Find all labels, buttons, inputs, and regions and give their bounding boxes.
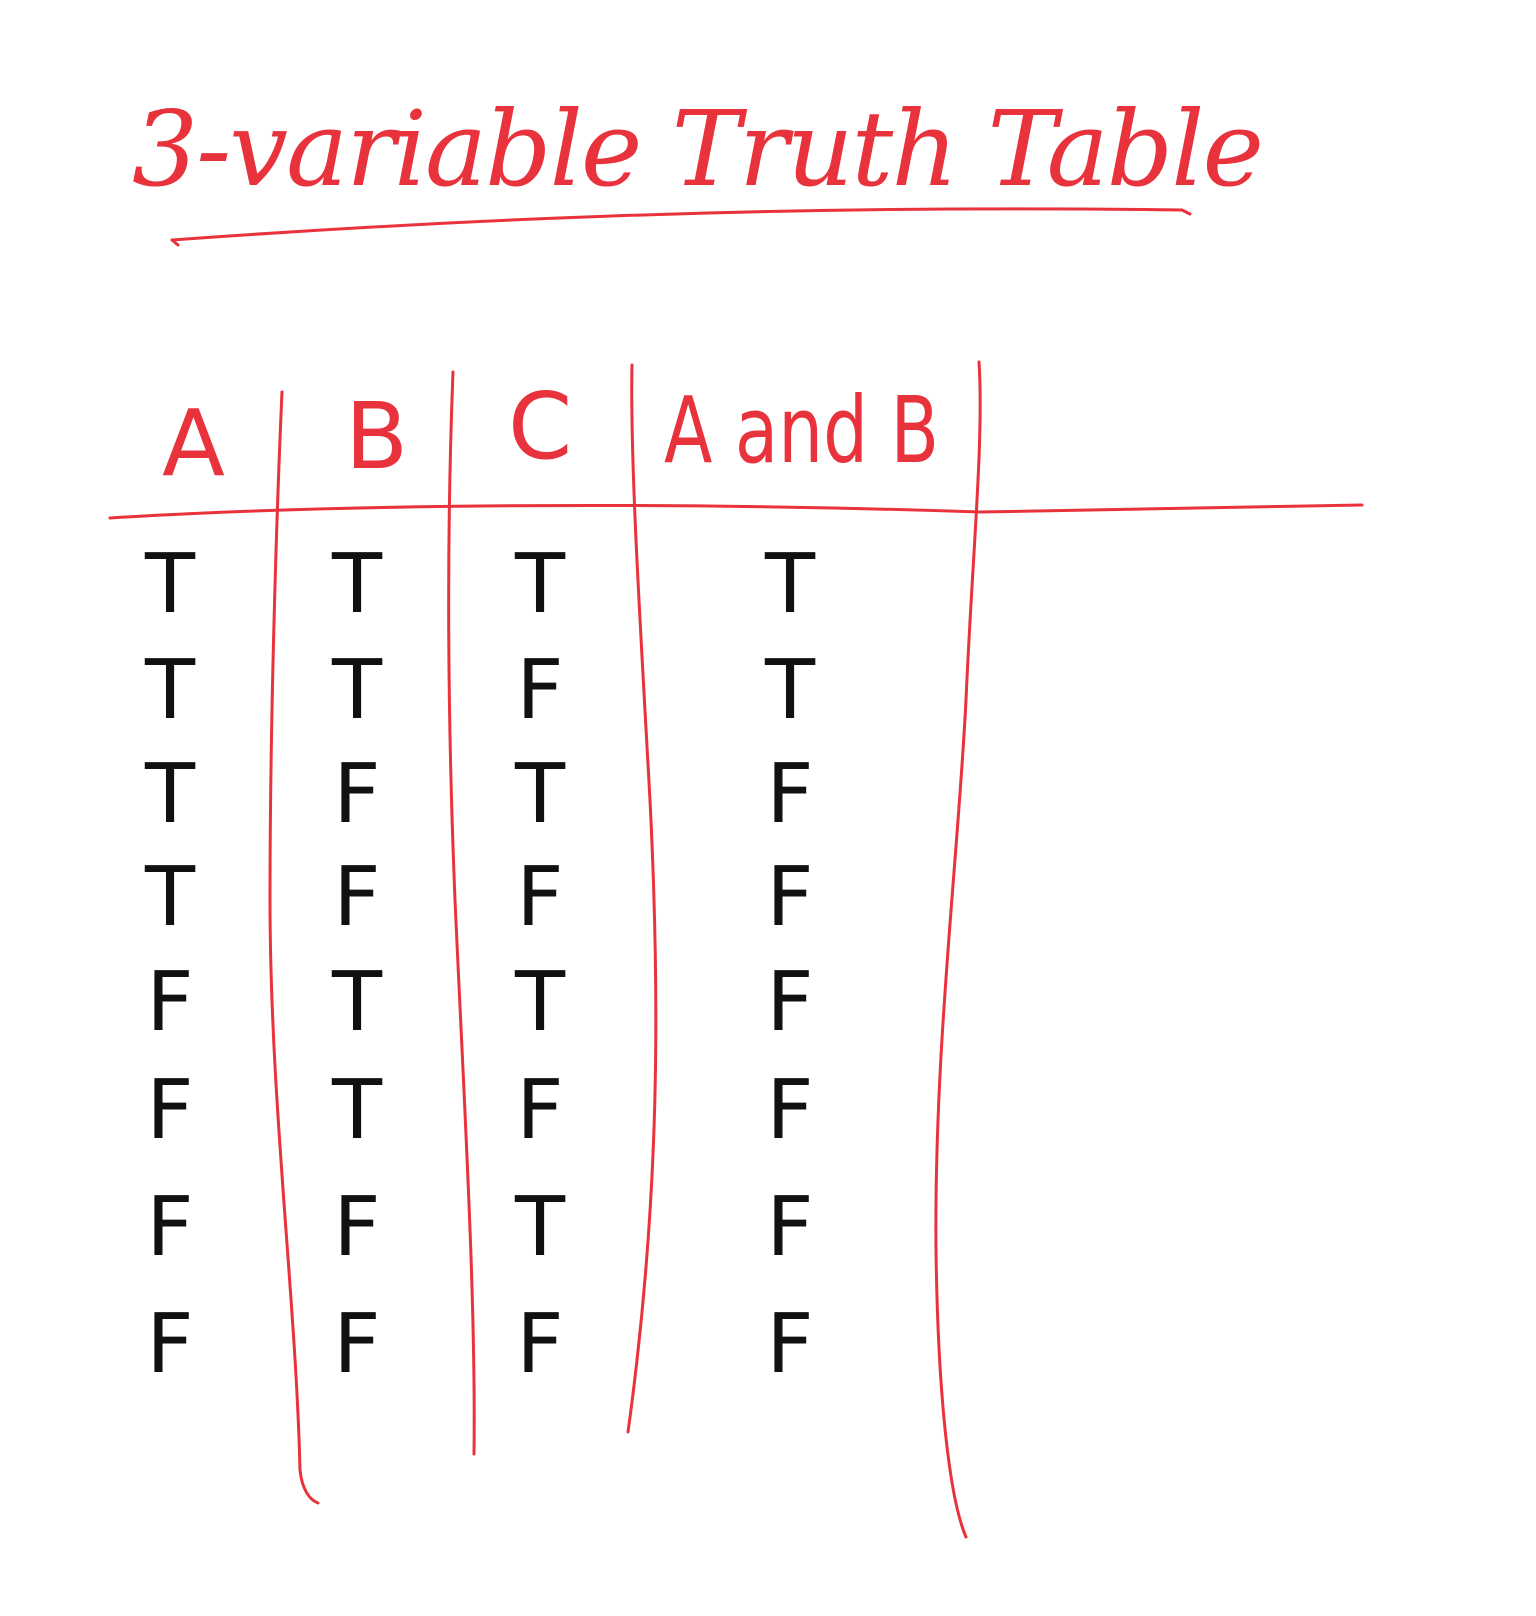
header-c: C (508, 373, 572, 480)
cell-b-row-7: F (333, 1180, 380, 1275)
cell-a-row-1: T (144, 537, 196, 632)
title-underline (170, 207, 1192, 247)
cell-b-row-6: T (331, 1063, 383, 1158)
cell-c-row-4: F (516, 850, 563, 945)
cell-a-row-3: T (144, 747, 196, 842)
cell-c-row-8: F (516, 1297, 563, 1392)
cell-a-and-b-row-2: T (764, 643, 816, 738)
cell-c-row-1: T (514, 537, 566, 632)
cell-a-row-2: T (144, 643, 196, 738)
column-divider-ab (268, 390, 320, 1505)
cell-b-row-4: F (333, 850, 380, 945)
page-title: 3-variable Truth Table (132, 88, 1262, 210)
cell-b-row-3: F (333, 747, 380, 842)
cell-a-row-4: T (144, 850, 196, 945)
cell-a-row-5: F (146, 955, 193, 1050)
cell-c-row-6: F (516, 1063, 563, 1158)
cell-b-row-8: F (333, 1297, 380, 1392)
column-divider-c-ab (626, 363, 658, 1434)
header-row: A B C A and B (162, 373, 939, 497)
cell-a-and-b-row-5: F (766, 955, 813, 1050)
cell-b-row-1: T (331, 537, 383, 632)
cell-b-row-5: T (331, 955, 383, 1050)
cell-a-and-b-row-3: F (766, 747, 813, 842)
cell-a-row-8: F (146, 1297, 193, 1392)
cell-c-row-7: T (514, 1180, 566, 1275)
header-a-and-b: A and B (664, 377, 939, 484)
cell-a-and-b-row-7: F (766, 1180, 813, 1275)
column-divider-right (934, 360, 982, 1539)
header-a: A (162, 390, 225, 497)
cell-a-row-6: F (146, 1063, 193, 1158)
cell-a-and-b-row-4: F (766, 850, 813, 945)
cell-b-row-2: T (331, 643, 383, 738)
header-divider (108, 503, 1364, 520)
cell-a-and-b-row-6: F (766, 1063, 813, 1158)
cell-c-row-2: F (516, 643, 563, 738)
column-divider-bc (447, 370, 476, 1456)
cell-a-and-b-row-8: F (766, 1297, 813, 1392)
cell-a-and-b-row-1: T (764, 537, 816, 632)
header-b: B (345, 383, 408, 490)
cell-a-row-7: F (146, 1180, 193, 1275)
cell-c-row-3: T (514, 747, 566, 842)
cell-c-row-5: T (514, 955, 566, 1050)
